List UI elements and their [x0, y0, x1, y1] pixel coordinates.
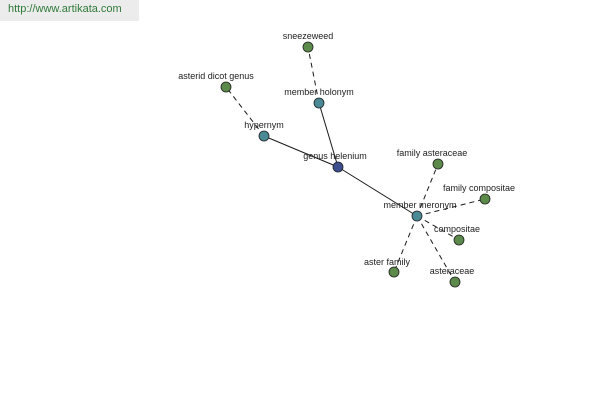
node-label-asterid-dicot-genus[interactable]: asterid dicot genus	[178, 71, 254, 81]
edge-genus-helenium-to-hypernym	[263, 135, 339, 168]
node-label-aster-family[interactable]: aster family	[364, 257, 411, 267]
edge-member-meronym-to-compositae	[416, 215, 460, 241]
node-label-compositae[interactable]: compositae	[434, 224, 480, 234]
edge-genus-helenium-to-member-holonym	[318, 102, 339, 168]
node-asterid-dicot-genus[interactable]	[220, 81, 232, 93]
node-member-meronym[interactable]	[411, 210, 423, 222]
node-aster-family[interactable]	[388, 266, 400, 278]
edge-member-meronym-to-asteraceae	[416, 215, 456, 283]
node-sneezeweed[interactable]	[302, 41, 314, 53]
node-member-holonym[interactable]	[313, 97, 325, 109]
edge-genus-helenium-to-member-meronym	[337, 166, 418, 217]
node-label-genus-helenium[interactable]: genus helenium	[303, 151, 367, 161]
node-asteraceae[interactable]	[449, 276, 461, 288]
node-label-member-holonym[interactable]: member holonym	[284, 87, 354, 97]
edge-hypernym-to-asterid-dicot-genus	[225, 86, 265, 137]
node-hypernym[interactable]	[258, 130, 270, 142]
source-url-bar: http://www.artikata.com	[0, 0, 139, 21]
node-label-family-asteraceae[interactable]: family asteraceae	[397, 148, 468, 158]
edge-member-meronym-to-family-compositae	[416, 198, 486, 217]
node-family-compositae[interactable]	[479, 193, 491, 205]
node-label-member-meronym[interactable]: member meronym	[383, 200, 456, 210]
node-compositae[interactable]	[453, 234, 465, 246]
node-label-family-compositae[interactable]: family compositae	[443, 183, 515, 193]
source-url-link[interactable]: http://www.artikata.com	[8, 3, 122, 15]
edge-member-meronym-to-family-asteraceae	[416, 163, 439, 217]
node-label-asteraceae[interactable]: asteraceae	[430, 266, 475, 276]
node-label-sneezeweed[interactable]: sneezeweed	[283, 31, 334, 41]
node-family-asteraceae[interactable]	[432, 158, 444, 170]
node-label-hypernym[interactable]: hypernym	[244, 120, 284, 130]
edge-member-meronym-to-aster-family	[393, 215, 418, 273]
node-genus-helenium[interactable]	[332, 161, 344, 173]
edge-member-holonym-to-sneezeweed	[307, 46, 320, 104]
